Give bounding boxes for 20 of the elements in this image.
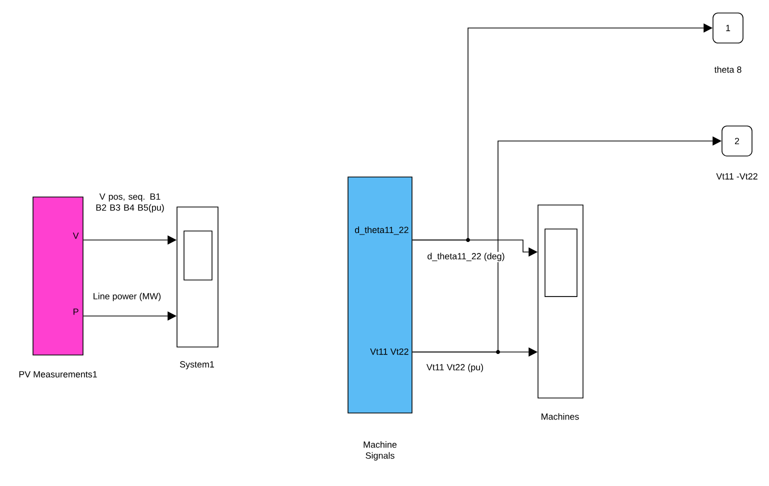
scope-block: [538, 204, 584, 398]
edge-label: Line power (MW): [92, 292, 162, 302]
port-label: P: [74, 308, 78, 315]
block-label: Machine Signals: [364, 441, 397, 460]
block-label: Vt11 -Vt22: [716, 173, 758, 180]
edge-label: V pos, seq. B1 B2 B3 B4 B5(pu): [96, 194, 164, 212]
block-label: theta 8: [714, 66, 742, 73]
port-label: Vt11 Vt22: [370, 348, 408, 355]
edge-label: Vt11 Vt22 (pu): [425, 362, 485, 374]
scope-block: [176, 206, 218, 348]
subsystem-block: [348, 176, 412, 414]
outport-block: 2: [722, 126, 752, 156]
outport-block: 1: [712, 12, 744, 44]
block-label: System1: [180, 361, 214, 370]
block-label: PV Measurements1: [19, 371, 97, 378]
subsystem-block: [32, 196, 84, 356]
port-label: d_theta11_22: [355, 226, 408, 235]
edge-label: d_theta11_22 (deg): [426, 252, 506, 262]
port-label: V: [72, 232, 79, 239]
block-label: Machines: [542, 413, 579, 420]
